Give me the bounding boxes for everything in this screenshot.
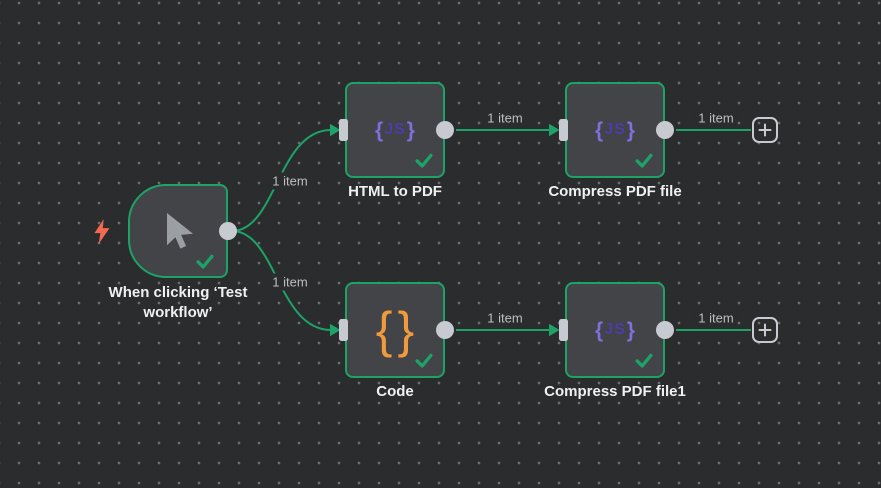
plus-icon: [758, 123, 772, 137]
plus-icon: [758, 323, 772, 337]
node-compress-pdf-file[interactable]: {JS} Compress PDF file: [548, 82, 682, 200]
arrowhead-icon: [330, 123, 341, 137]
js-icon: {JS}: [595, 318, 635, 342]
input-port[interactable]: [559, 119, 568, 141]
node-compress-pdf-file1[interactable]: {JS} Compress PDF file1: [544, 282, 686, 400]
node-label: When clicking ‘Test workflow’: [108, 284, 248, 321]
js-icon: {JS}: [375, 118, 415, 142]
output-port[interactable]: [436, 121, 454, 139]
edge-html-to-pdf-to-compress-pdf-file[interactable]: [456, 123, 560, 137]
arrowhead-icon: [549, 123, 560, 137]
success-check-icon: [635, 153, 653, 168]
arrowhead-icon: [549, 323, 560, 337]
success-check-icon: [196, 254, 214, 269]
input-port[interactable]: [339, 319, 348, 341]
edge-item-count: 1 item: [484, 309, 526, 327]
edge-item-count: 1 item: [695, 109, 737, 127]
arrowhead-icon: [330, 323, 341, 337]
node-label: Compress PDF file: [548, 183, 682, 200]
output-port[interactable]: [436, 321, 454, 339]
success-check-icon: [635, 353, 653, 368]
node-html-to-pdf[interactable]: {JS} HTML to PDF: [339, 82, 454, 200]
edge-item-count: 1 item: [269, 172, 311, 190]
node-label: HTML to PDF: [348, 183, 442, 200]
add-node-button-top[interactable]: [752, 117, 778, 143]
node-manual-trigger[interactable]: When clicking ‘Test workflow’: [109, 184, 247, 321]
node-label: Compress PDF file1: [544, 383, 686, 400]
code-braces-icon: {}: [375, 302, 415, 358]
cursor-icon: [167, 213, 194, 249]
output-port[interactable]: [656, 321, 674, 339]
input-port[interactable]: [339, 119, 348, 141]
edge-code-to-compress-pdf-file1[interactable]: [456, 323, 560, 337]
node-code[interactable]: {} Code: [339, 282, 454, 400]
lightning-icon: [94, 219, 110, 244]
edge-item-count: 1 item: [695, 309, 737, 327]
success-check-icon: [415, 153, 433, 168]
input-port[interactable]: [559, 319, 568, 341]
node-label: Code: [376, 383, 414, 400]
edge-item-count: 1 item: [269, 273, 311, 291]
success-check-icon: [415, 353, 433, 368]
output-port[interactable]: [219, 222, 237, 240]
output-port[interactable]: [656, 121, 674, 139]
edge-item-count: 1 item: [484, 109, 526, 127]
js-icon: {JS}: [595, 118, 635, 142]
add-node-button-bottom[interactable]: [752, 317, 778, 343]
